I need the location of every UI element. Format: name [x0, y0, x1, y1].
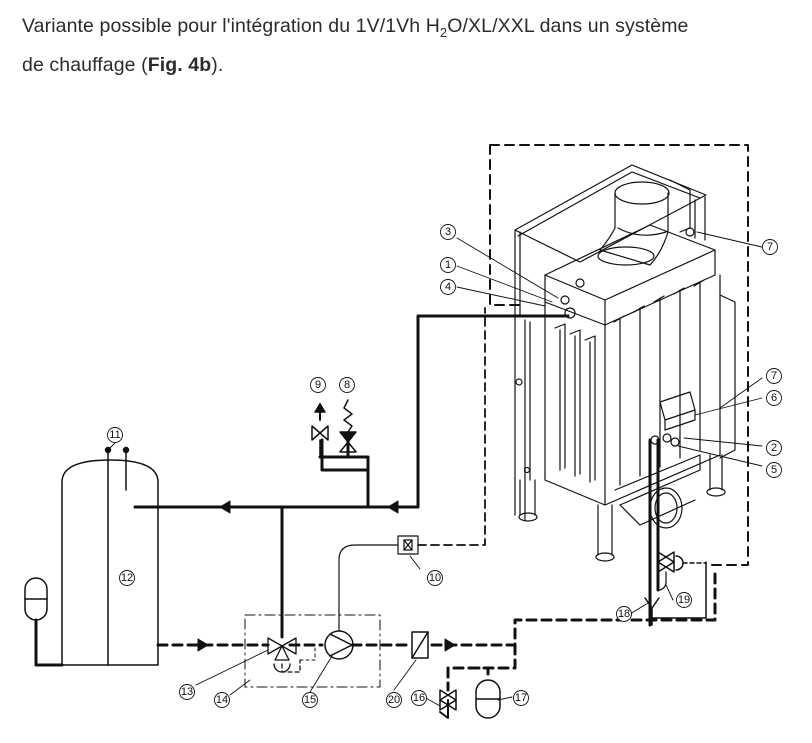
callout-15: 15 [304, 694, 316, 706]
thermal-discharge-valve [657, 551, 707, 591]
callout-8: 8 [344, 379, 350, 391]
callout-18: 18 [618, 608, 630, 620]
callout-9: 9 [315, 379, 321, 391]
caption-text: ). [211, 53, 224, 76]
callout-6: 6 [771, 392, 777, 404]
callout-13: 13 [181, 686, 193, 698]
check-valve [411, 631, 429, 659]
storage-tank [61, 446, 159, 666]
callout-1: 1 [445, 259, 451, 271]
callout-10: 10 [429, 572, 441, 584]
mixing-valve [267, 637, 301, 673]
supply-pipe [133, 314, 570, 509]
drain-valve [439, 689, 457, 719]
pump-group-box [244, 614, 381, 688]
callout-16: 16 [413, 692, 425, 704]
leader-lines [107, 231, 763, 707]
temperature-controller [397, 307, 486, 555]
caption-text: Variante possible pour l'intégration du … [22, 15, 440, 37]
caption-line-2: de chauffage (Fig. 4b). [22, 49, 802, 82]
callout-4: 4 [445, 281, 451, 293]
expansion-vessel-left [24, 577, 64, 667]
drain-funnel [644, 597, 660, 626]
callout-14: 14 [216, 694, 228, 706]
stove-enclosure-dashed [489, 144, 749, 566]
callout-5: 5 [771, 464, 777, 476]
expansion-vessel-right [475, 679, 501, 719]
air-vent-valve-9 [311, 403, 329, 458]
caption-text: O/XL/XXL dans un système [447, 15, 689, 37]
callout-markers [107, 224, 782, 708]
figure-caption: Variante possible pour l'intégration du … [22, 10, 802, 82]
callout-12-label: 12 [121, 572, 133, 584]
stove-unit [514, 164, 736, 562]
callout-20: 20 [388, 694, 400, 706]
caption-subscript: 2 [439, 24, 448, 40]
callout-11: 11 [109, 429, 120, 441]
callout-7-top: 7 [767, 241, 773, 253]
callout-7-bottom: 7 [771, 370, 777, 382]
caption-text: de chauffage ( [22, 53, 148, 76]
return-line-dashed [156, 568, 717, 647]
circulation-pump [324, 544, 399, 660]
callout-2: 2 [771, 442, 777, 454]
figure-reference: Fig. 4b [147, 53, 212, 76]
callout-19: 19 [678, 594, 690, 606]
callout-3: 3 [445, 226, 451, 238]
caption-line-1: Variante possible pour l'intégration du … [22, 10, 802, 49]
callout-17: 17 [515, 692, 527, 704]
return-pipe-to-stove [320, 438, 370, 509]
